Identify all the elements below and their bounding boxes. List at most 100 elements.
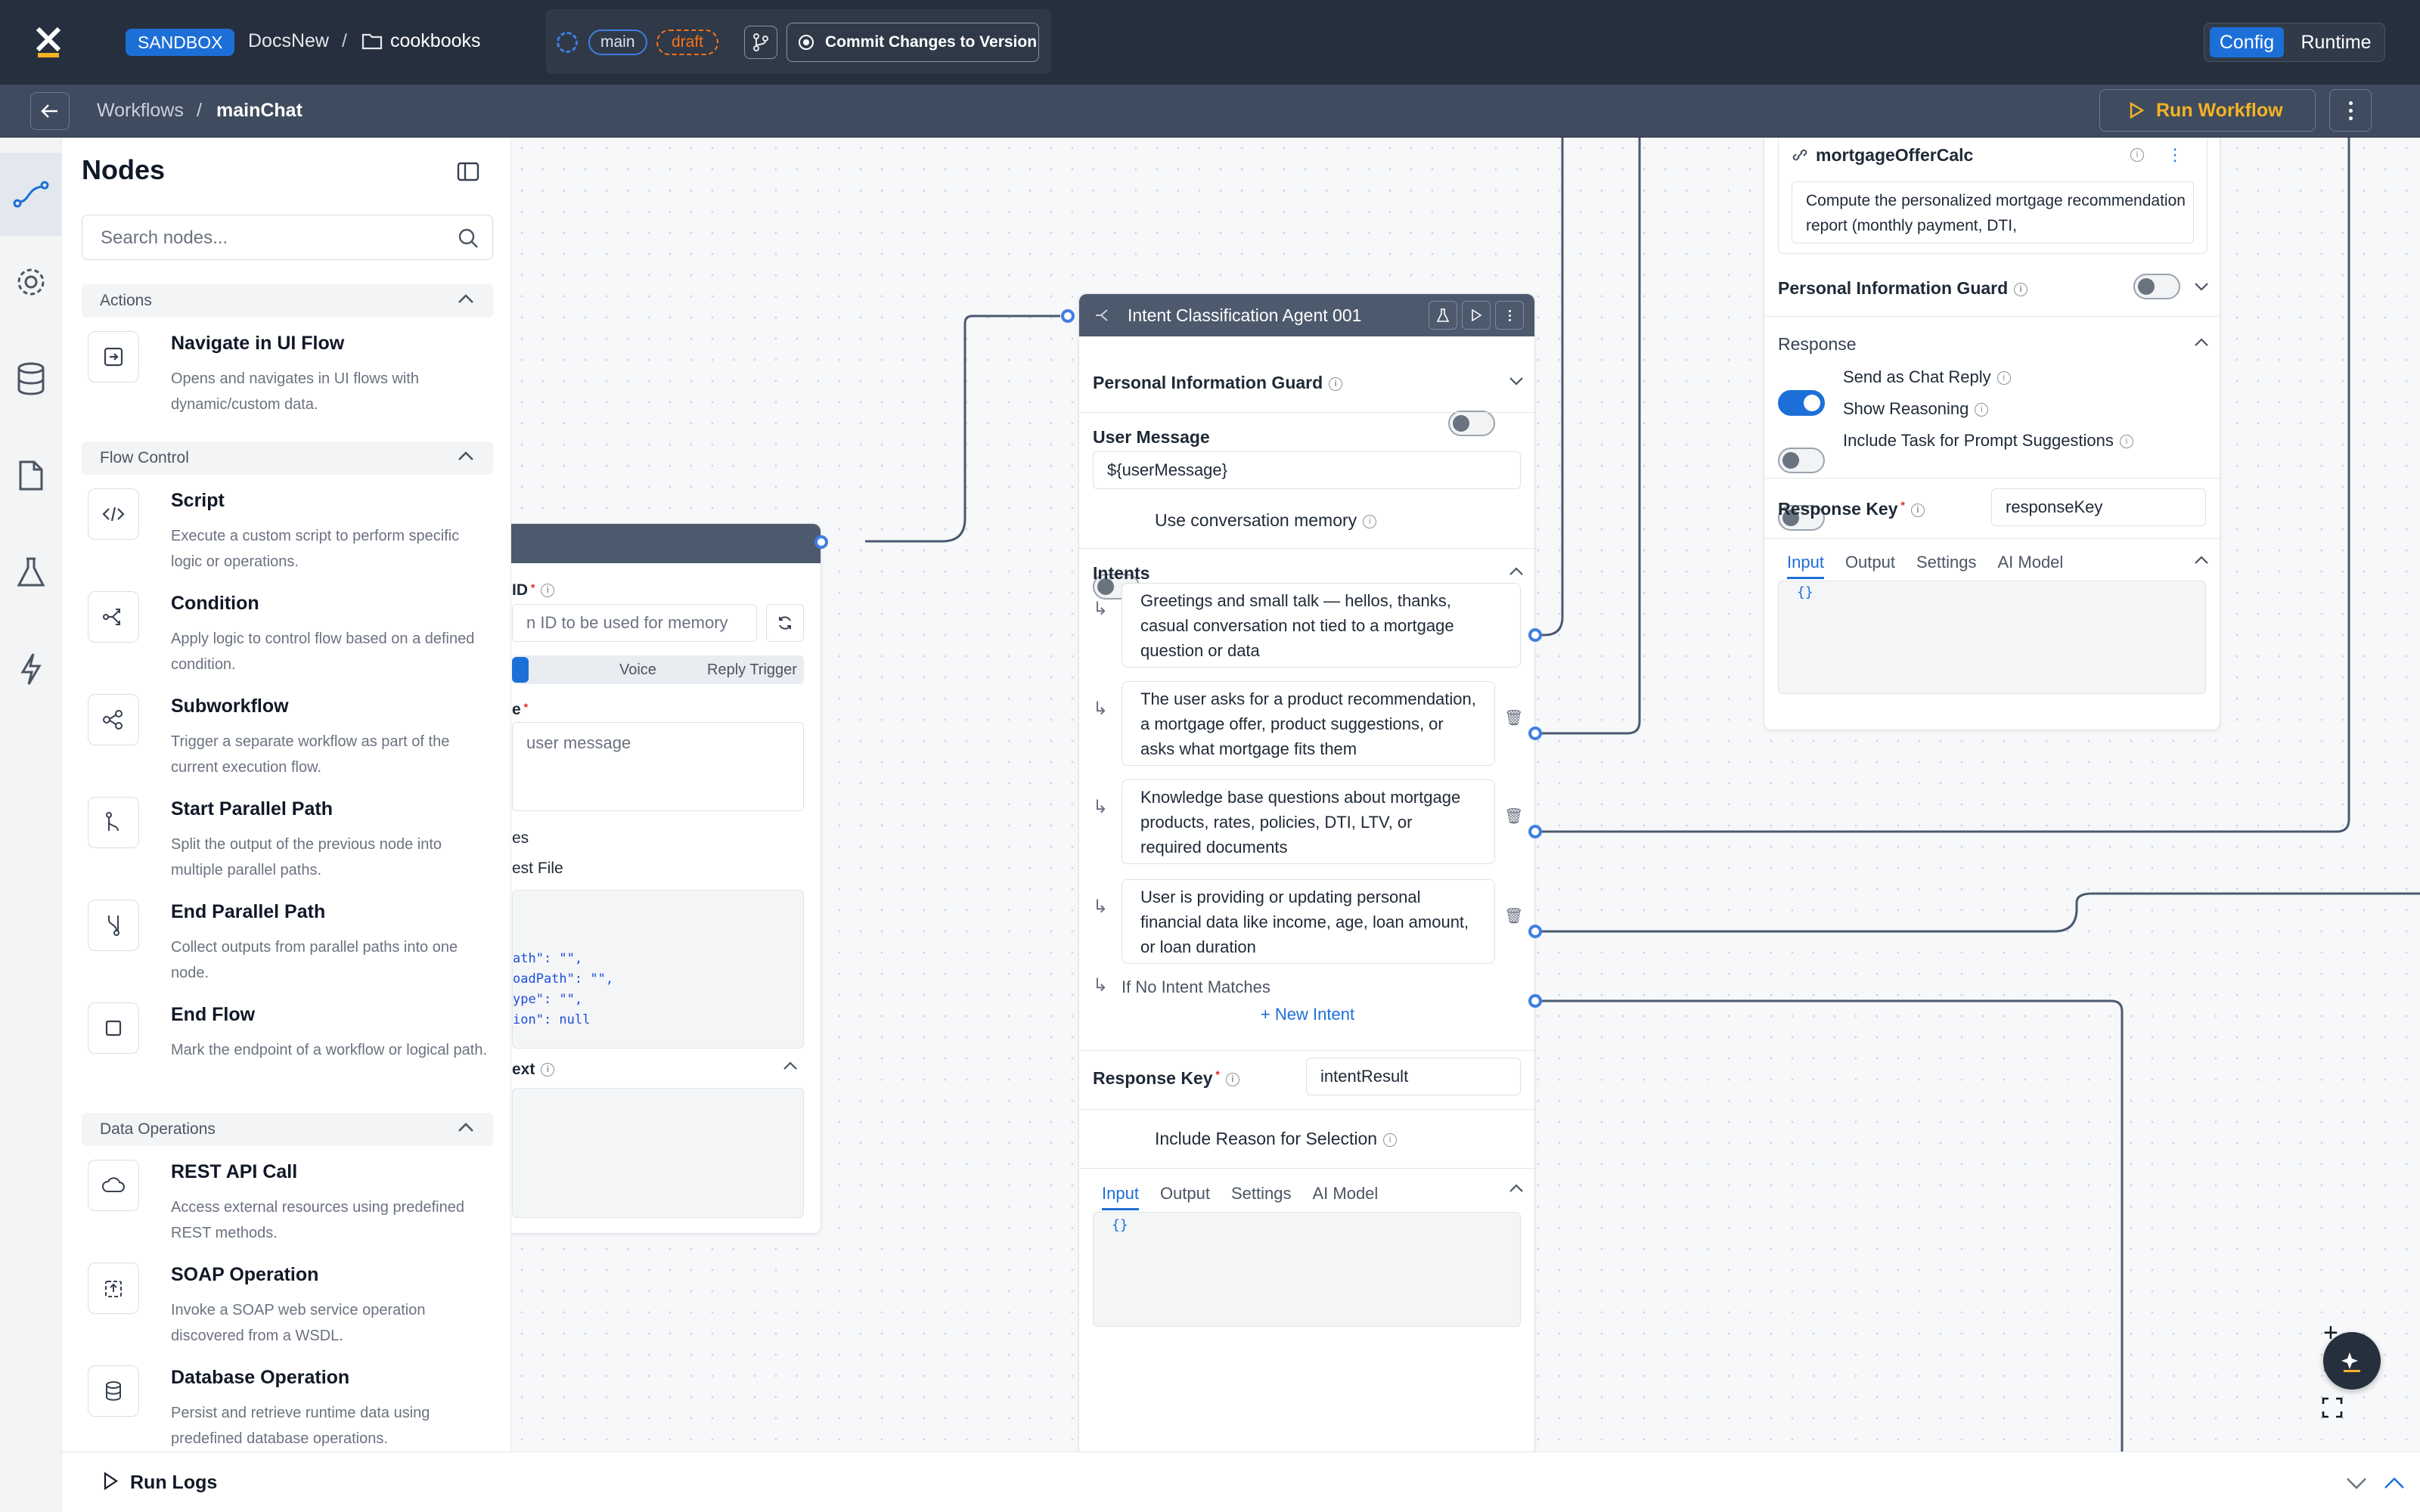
- chevron-up-icon[interactable]: [2384, 1476, 2405, 1490]
- input-code-editor[interactable]: {}: [1778, 581, 2206, 694]
- node-item-end-parallel[interactable]: End Parallel Path Collect outputs from p…: [82, 897, 493, 998]
- node-item-end-flow[interactable]: End Flow Mark the endpoint of a workflow…: [82, 999, 493, 1101]
- tab-input[interactable]: Input: [1787, 553, 1824, 579]
- chevron-up-icon[interactable]: [1509, 1183, 1524, 1194]
- document-icon[interactable]: [0, 442, 62, 510]
- trash-icon[interactable]: 🗑: [1504, 908, 1524, 925]
- chevron-down-icon[interactable]: [2346, 1476, 2367, 1490]
- config-mode-button[interactable]: Config: [2210, 27, 2284, 57]
- branch-pill[interactable]: main: [588, 29, 647, 55]
- input-port[interactable]: [1061, 309, 1075, 323]
- settings-icon[interactable]: [0, 248, 62, 316]
- node-item-rest[interactable]: REST API Call Access external resources …: [82, 1157, 493, 1258]
- folder-name[interactable]: cookbooks: [390, 30, 481, 51]
- trash-icon[interactable]: 🗑: [1504, 808, 1524, 825]
- input-code-editor[interactable]: {}: [1093, 1212, 1521, 1327]
- start-node[interactable]: ID *i n ID to be used for memory Voice R…: [511, 523, 828, 1234]
- more-icon[interactable]: ⋮: [2167, 145, 2183, 164]
- pig-toggle[interactable]: [2133, 274, 2180, 299]
- refresh-button[interactable]: [766, 604, 804, 642]
- test-file-label[interactable]: est File: [512, 860, 563, 877]
- output-port[interactable]: [1528, 628, 1542, 642]
- output-port[interactable]: [1528, 994, 1542, 1008]
- section-actions[interactable]: Actions: [82, 284, 493, 318]
- include-task-toggle[interactable]: [1778, 505, 1825, 531]
- node-item-start-parallel[interactable]: Start Parallel Path Split the output of …: [82, 794, 493, 895]
- intent-node-header[interactable]: Intent Classification Agent 001: [1079, 294, 1534, 336]
- node-item-script[interactable]: Script Execute a custom script to perfor…: [82, 485, 493, 587]
- node-item-navigate[interactable]: Navigate in UI Flow Opens and navigates …: [82, 328, 493, 429]
- response-key-input[interactable]: intentResult: [1306, 1058, 1521, 1095]
- intent-card[interactable]: Greetings and small talk — hellos, thank…: [1122, 583, 1521, 668]
- channel-tab-active[interactable]: [512, 657, 529, 683]
- chevron-down-icon[interactable]: [2194, 281, 2209, 292]
- chevron-down-icon[interactable]: [1509, 376, 1524, 386]
- fit-view-icon[interactable]: [2322, 1397, 2343, 1423]
- app-logo[interactable]: [33, 26, 64, 64]
- workflow-canvas[interactable]: ID *i n ID to be used for memory Voice R…: [511, 138, 2420, 1452]
- user-message-input[interactable]: ${userMessage}: [1093, 451, 1521, 489]
- chevron-up-icon[interactable]: [2194, 337, 2209, 348]
- back-button[interactable]: [30, 92, 70, 130]
- run-node-button[interactable]: [1462, 301, 1491, 330]
- tab-ai-model[interactable]: AI Model: [1312, 1184, 1379, 1203]
- message-input[interactable]: user message: [512, 722, 804, 811]
- project-name[interactable]: DocsNew: [248, 30, 329, 51]
- run-logs-bar[interactable]: Run Logs: [62, 1452, 2420, 1512]
- runtime-mode-button[interactable]: Runtime: [2301, 31, 2372, 53]
- node-item-soap[interactable]: SOAP Operation Invoke a SOAP web service…: [82, 1259, 493, 1361]
- start-node-header[interactable]: [511, 524, 821, 563]
- tab-settings[interactable]: Settings: [1230, 1184, 1292, 1203]
- collapse-panel-icon[interactable]: [457, 162, 479, 186]
- test-node-button[interactable]: [1429, 301, 1457, 330]
- channel-tab-voice[interactable]: Voice: [619, 662, 656, 678]
- file-code-editor[interactable]: ath": "", oadPath": "", ype": "", ion": …: [512, 890, 804, 1049]
- intent-card[interactable]: Knowledge base questions about mortgage …: [1122, 779, 1495, 864]
- intent-card[interactable]: User is providing or updating personal f…: [1122, 879, 1495, 964]
- search-nodes-input[interactable]: Search nodes...: [82, 215, 493, 260]
- workflow-icon[interactable]: [0, 153, 62, 236]
- draft-pill[interactable]: draft: [656, 29, 719, 55]
- bolt-icon[interactable]: [0, 635, 62, 703]
- chevron-up-icon[interactable]: [1509, 566, 1524, 577]
- tool-prompt[interactable]: Compute the personalized mortgage recomm…: [1792, 181, 2194, 243]
- trash-icon[interactable]: 🗑: [1504, 710, 1524, 727]
- tab-input[interactable]: Input: [1102, 1184, 1139, 1210]
- intent-classification-node[interactable]: Intent Classification Agent 001 Personal…: [1078, 293, 1536, 1452]
- response-key-input[interactable]: responseKey: [1991, 488, 2206, 526]
- output-port[interactable]: [1528, 925, 1542, 938]
- chevron-up-icon[interactable]: [2194, 555, 2209, 565]
- mortgage-agent-node[interactable]: mortgageOfferCalc i ⋮ Compute the person…: [1764, 138, 2221, 730]
- node-item-condition[interactable]: Condition Apply logic to control flow ba…: [82, 588, 493, 689]
- ai-assistant-button[interactable]: [2323, 1332, 2381, 1390]
- database-icon[interactable]: [0, 345, 62, 413]
- output-port[interactable]: [1528, 727, 1542, 740]
- tab-output[interactable]: Output: [1159, 1184, 1210, 1203]
- flask-icon[interactable]: [0, 538, 62, 606]
- section-flow-control[interactable]: Flow Control: [82, 442, 493, 475]
- section-data-operations[interactable]: Data Operations: [82, 1113, 493, 1146]
- new-intent-button[interactable]: + New Intent: [1260, 1005, 1355, 1024]
- session-id-input[interactable]: n ID to be used for memory: [512, 604, 757, 642]
- branch-button[interactable]: [744, 26, 777, 59]
- context-editor[interactable]: [512, 1088, 804, 1218]
- channel-tab-reply-trigger[interactable]: Reply Trigger: [707, 662, 797, 678]
- node-item-database[interactable]: Database Operation Persist and retrieve …: [82, 1362, 493, 1452]
- tab-output[interactable]: Output: [1844, 553, 1895, 572]
- more-menu-button[interactable]: [2329, 89, 2372, 132]
- node-menu-button[interactable]: [1495, 301, 1524, 330]
- tab-settings[interactable]: Settings: [1916, 553, 1977, 572]
- show-reasoning-toggle[interactable]: [1778, 448, 1825, 473]
- chevron-up-icon[interactable]: [783, 1061, 798, 1071]
- output-port[interactable]: [1528, 825, 1542, 838]
- pig-toggle[interactable]: [1448, 411, 1495, 436]
- run-workflow-button[interactable]: Run Workflow: [2099, 89, 2316, 132]
- intent-card[interactable]: The user asks for a product recommendati…: [1122, 681, 1495, 766]
- tool-card[interactable]: [1778, 138, 2207, 254]
- node-item-subworkflow[interactable]: Subworkflow Trigger a separate workflow …: [82, 691, 493, 792]
- breadcrumb-workflows[interactable]: Workflows: [97, 100, 184, 121]
- tab-ai-model[interactable]: AI Model: [1997, 553, 2064, 572]
- send-chat-toggle[interactable]: [1778, 390, 1825, 416]
- output-port[interactable]: [814, 535, 828, 549]
- commit-button[interactable]: Commit Changes to Version: [786, 23, 1039, 62]
